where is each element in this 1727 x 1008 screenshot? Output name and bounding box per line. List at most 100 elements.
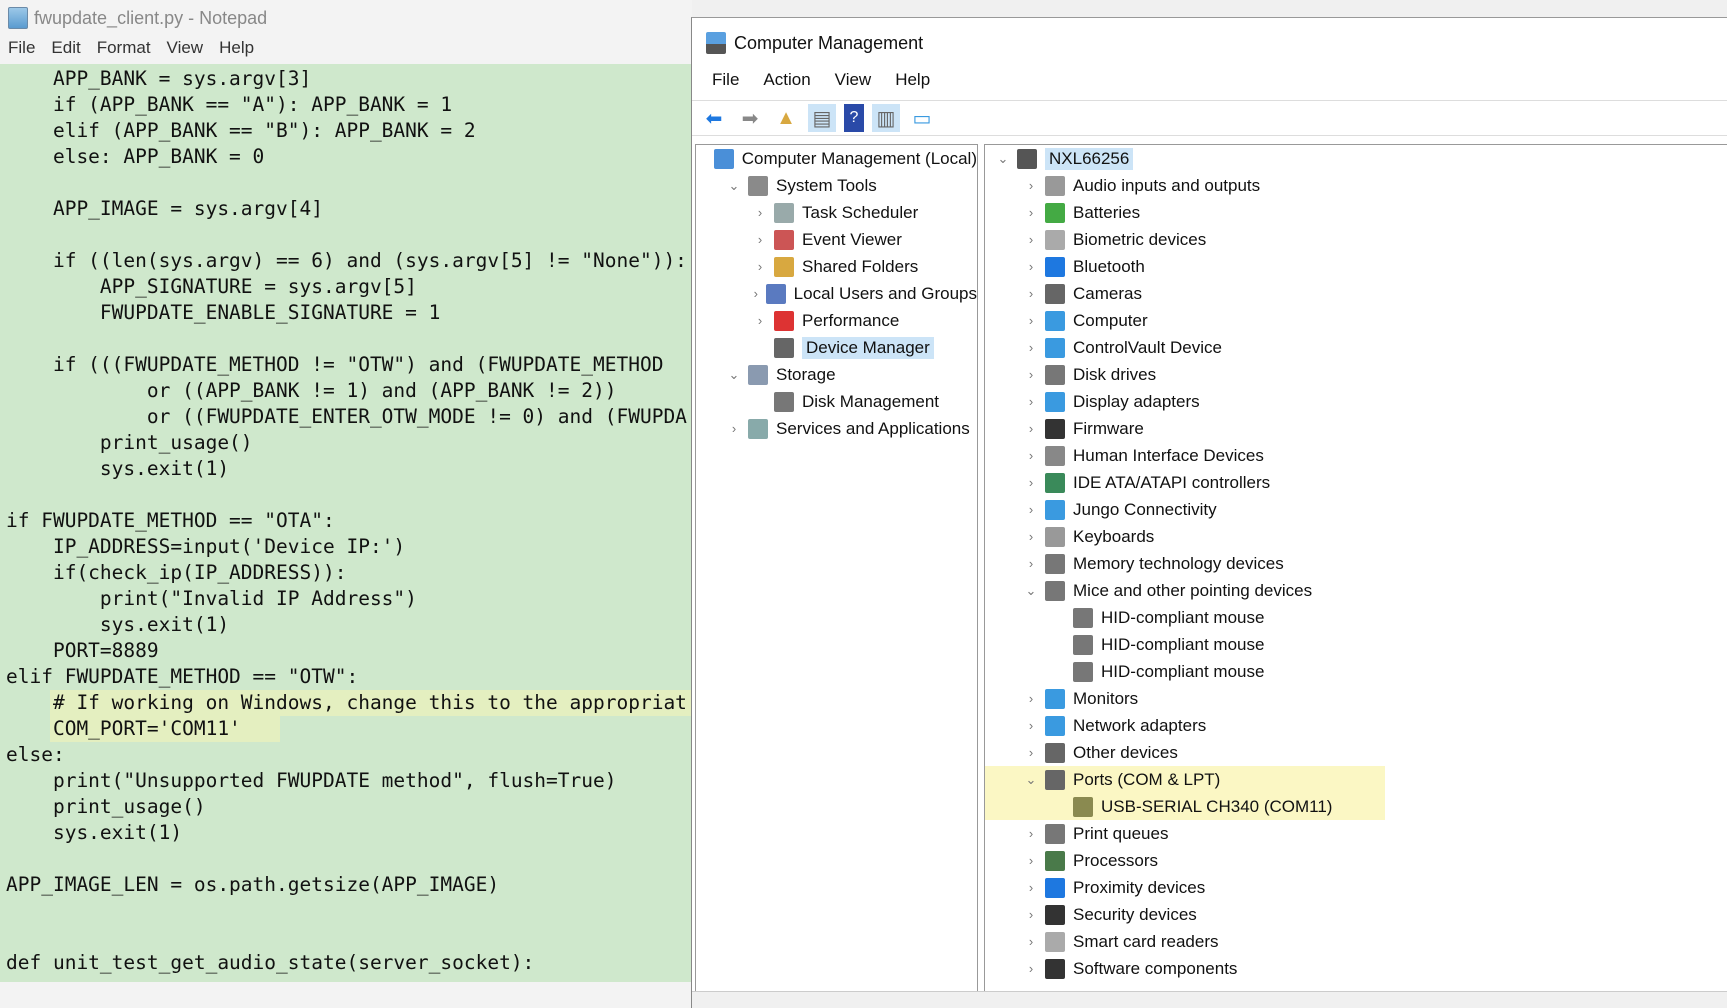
menu-view[interactable]: View: [834, 70, 872, 89]
chevron-right-icon[interactable]: ›: [1028, 934, 1034, 949]
tree-item[interactable]: ⌄Storage: [696, 361, 977, 388]
tree-item[interactable]: ⌄Ports (COM & LPT): [985, 766, 1385, 793]
menu-help[interactable]: Help: [895, 70, 931, 89]
menu-view[interactable]: View: [166, 38, 204, 57]
chevron-right-icon[interactable]: ›: [1028, 556, 1034, 571]
tree-item[interactable]: ›Monitors: [985, 685, 1727, 712]
monitor-icon[interactable]: ▭: [912, 107, 932, 130]
tree-item[interactable]: ›Print queues: [985, 820, 1727, 847]
chevron-right-icon[interactable]: ›: [757, 313, 763, 328]
chevron-right-icon[interactable]: ›: [1028, 205, 1034, 220]
menu-action[interactable]: Action: [763, 70, 811, 89]
tree-item[interactable]: ›Human Interface Devices: [985, 442, 1727, 469]
tree-item[interactable]: ›Audio inputs and outputs: [985, 172, 1727, 199]
code-line: else: APP_BANK = 0: [6, 145, 265, 168]
tree-item[interactable]: ›Biometric devices: [985, 226, 1727, 253]
tree-item[interactable]: ›Cameras: [985, 280, 1727, 307]
tree-item[interactable]: ›Disk drives: [985, 361, 1727, 388]
chevron-right-icon[interactable]: ›: [1028, 475, 1034, 490]
chevron-right-icon[interactable]: ›: [1028, 340, 1034, 355]
tree-item[interactable]: ›Bluetooth: [985, 253, 1727, 280]
tree-item[interactable]: ›ControlVault Device: [985, 334, 1727, 361]
tree-item[interactable]: ⌄System Tools: [696, 172, 977, 199]
tree-item[interactable]: ›Software components: [985, 955, 1727, 982]
tree-item[interactable]: ›Memory technology devices: [985, 550, 1727, 577]
tree-item[interactable]: HID-compliant mouse: [985, 631, 1727, 658]
chevron-down-icon[interactable]: ⌄: [728, 177, 740, 193]
chevron-right-icon[interactable]: ›: [1028, 178, 1034, 193]
chevron-down-icon[interactable]: ⌄: [728, 366, 740, 382]
tree-item[interactable]: ›Batteries: [985, 199, 1727, 226]
chevron-right-icon[interactable]: ›: [1028, 286, 1034, 301]
chevron-right-icon[interactable]: ›: [1028, 907, 1034, 922]
tree-item[interactable]: Device Manager: [696, 334, 977, 361]
tree-item[interactable]: › Shared Folders: [696, 253, 977, 280]
chevron-right-icon[interactable]: ›: [1028, 367, 1034, 382]
code-editor[interactable]: APP_BANK = sys.argv[3] if (APP_BANK == "…: [0, 64, 692, 982]
tree-item-label: Shared Folders: [802, 256, 919, 276]
tree-item[interactable]: ⌄NXL66256: [985, 145, 1727, 172]
help-icon[interactable]: ?: [844, 104, 864, 132]
tree-item[interactable]: ›Processors: [985, 847, 1727, 874]
show-action-pane-icon[interactable]: ▥: [872, 104, 900, 132]
chevron-right-icon[interactable]: ›: [1028, 529, 1034, 544]
menu-edit[interactable]: Edit: [51, 38, 81, 57]
chevron-down-icon[interactable]: ⌄: [1025, 771, 1037, 787]
tree-item[interactable]: ›Jungo Connectivity: [985, 496, 1727, 523]
tree-item[interactable]: ›Performance: [696, 307, 977, 334]
tree-item[interactable]: ›Task Scheduler: [696, 199, 977, 226]
tree-item[interactable]: ⌄Mice and other pointing devices: [985, 577, 1727, 604]
chevron-right-icon[interactable]: ›: [1028, 880, 1034, 895]
chevron-right-icon[interactable]: ›: [1028, 691, 1034, 706]
chevron-right-icon[interactable]: ›: [731, 421, 737, 436]
tree-item[interactable]: ›Services and Applications: [696, 415, 977, 442]
code-line: or ((APP_BANK != 1) and (APP_BANK != 2)): [6, 379, 617, 402]
tree-item[interactable]: ›Computer: [985, 307, 1727, 334]
tree-item[interactable]: Disk Management: [696, 388, 977, 415]
show-hide-console-tree-icon[interactable]: ▤: [808, 104, 836, 132]
tree-item[interactable]: Computer Management (Local): [696, 145, 977, 172]
chevron-right-icon[interactable]: ›: [1028, 502, 1034, 517]
up-folder-icon[interactable]: ▲: [776, 106, 796, 129]
chevron-down-icon[interactable]: ⌄: [1025, 582, 1037, 598]
chevron-down-icon[interactable]: ⌄: [997, 150, 1009, 166]
menu-file[interactable]: File: [8, 38, 36, 57]
forward-icon[interactable]: ➡: [741, 107, 759, 130]
chevron-right-icon[interactable]: ›: [1028, 421, 1034, 436]
tree-item[interactable]: HID-compliant mouse: [985, 658, 1727, 685]
tree-item[interactable]: ›Proximity devices: [985, 874, 1727, 901]
device-tree[interactable]: ⌄NXL66256›Audio inputs and outputs›Batte…: [984, 144, 1727, 992]
tree-item[interactable]: ›Other devices: [985, 739, 1727, 766]
chevron-right-icon[interactable]: ›: [1028, 853, 1034, 868]
tree-item[interactable]: ›Security devices: [985, 901, 1727, 928]
chevron-right-icon[interactable]: ›: [757, 232, 763, 247]
chevron-right-icon[interactable]: ›: [1028, 259, 1034, 274]
chevron-right-icon[interactable]: ›: [1028, 718, 1034, 733]
chevron-right-icon[interactable]: ›: [1028, 232, 1034, 247]
console-tree[interactable]: Computer Management (Local)⌄System Tools…: [695, 144, 978, 992]
tree-item[interactable]: ›Smart card readers: [985, 928, 1727, 955]
menu-file[interactable]: File: [712, 70, 740, 89]
chevron-right-icon[interactable]: ›: [1028, 448, 1034, 463]
tree-item[interactable]: ›Local Users and Groups: [696, 280, 977, 307]
chevron-right-icon[interactable]: ›: [757, 205, 763, 220]
tree-item[interactable]: ›Event Viewer: [696, 226, 977, 253]
tree-item[interactable]: ›IDE ATA/ATAPI controllers: [985, 469, 1727, 496]
chevron-right-icon[interactable]: ›: [1028, 961, 1034, 976]
tree-item[interactable]: ›Display adapters: [985, 388, 1727, 415]
chevron-right-icon[interactable]: ›: [1028, 394, 1034, 409]
hid-compliant-mouse-icon: [1073, 634, 1093, 655]
chevron-right-icon[interactable]: ›: [1028, 313, 1034, 328]
chevron-right-icon[interactable]: ›: [1028, 745, 1034, 760]
tree-item[interactable]: ›Network adapters: [985, 712, 1727, 739]
menu-format[interactable]: Format: [96, 38, 151, 57]
back-icon[interactable]: ⬅: [705, 107, 723, 130]
chevron-right-icon[interactable]: ›: [1028, 826, 1034, 841]
tree-item[interactable]: USB-SERIAL CH340 (COM11): [985, 793, 1385, 820]
tree-item[interactable]: HID-compliant mouse: [985, 604, 1727, 631]
chevron-right-icon[interactable]: ›: [757, 259, 763, 274]
tree-item[interactable]: ›Keyboards: [985, 523, 1727, 550]
tree-item[interactable]: ›Firmware: [985, 415, 1727, 442]
menu-help[interactable]: Help: [219, 38, 255, 57]
chevron-right-icon[interactable]: ›: [753, 286, 758, 301]
